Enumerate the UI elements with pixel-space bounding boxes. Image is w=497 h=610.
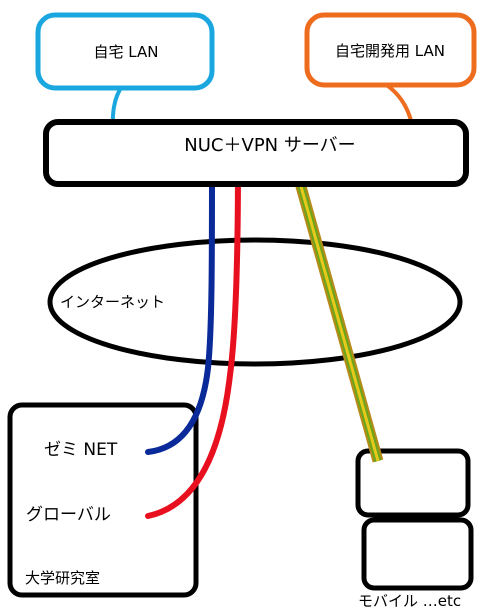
mobile-link-inner <box>293 164 380 462</box>
dev-lan-node <box>304 12 477 88</box>
mobile-device-2 <box>361 517 474 591</box>
mobile-label: モバイル …etc <box>358 592 461 610</box>
home-lan-label: 自宅 LAN <box>94 43 159 61</box>
seminar-net-label: ゼミ NET <box>44 440 118 460</box>
home-lan-node <box>35 12 215 91</box>
internet-cloud <box>47 237 463 367</box>
vpn-server-node <box>43 119 469 187</box>
global-label: グローバル <box>26 505 111 525</box>
internet-label: インターネット <box>60 293 165 311</box>
seminar-net-link <box>145 161 215 455</box>
vpn-server-label: NUC＋VPN サーバー <box>184 135 355 156</box>
university-lab-label: 大学研究室 <box>25 569 100 587</box>
university-lab-node <box>7 402 199 598</box>
mobile-device-1 <box>355 448 471 518</box>
global-link <box>145 161 241 519</box>
dev-lan-label: 自宅開発用 LAN <box>335 42 445 60</box>
